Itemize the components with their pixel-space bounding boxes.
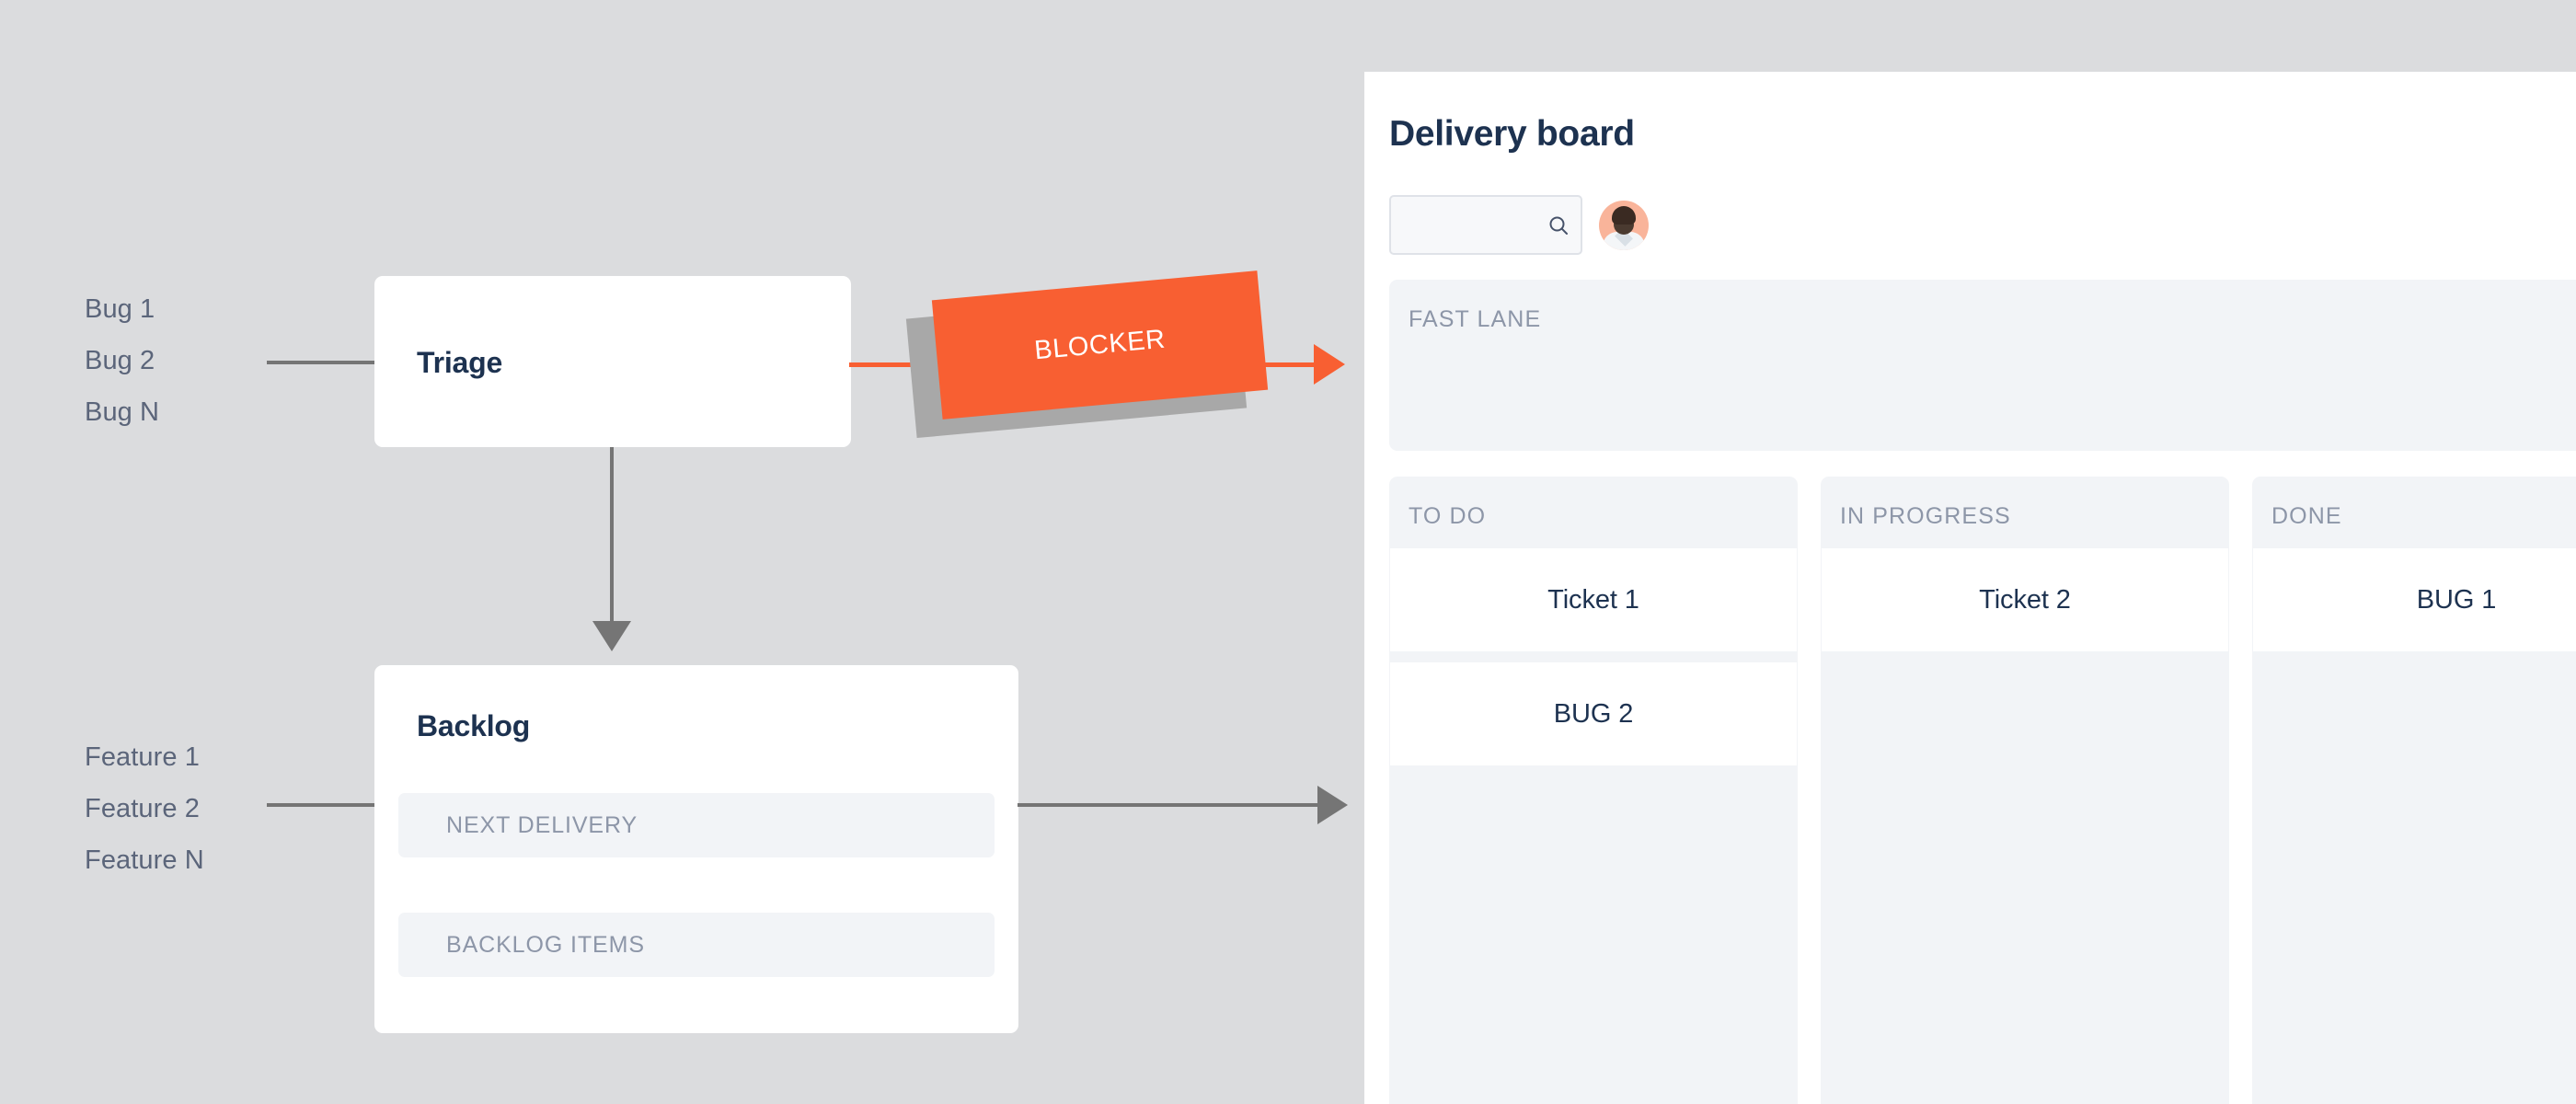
ticket-card[interactable]: Ticket 2 [1822,548,2228,651]
flow-diagram: Bug 1 Bug 2 Bug N Feature 1 Feature 2 Fe… [85,270,1348,1033]
avatar-hair [1612,205,1636,224]
column-header: IN PROGRESS [1840,503,2011,529]
feature-inputs-list: Feature 1 Feature 2 Feature N [85,731,204,886]
blocker-chip-label: BLOCKER [1032,324,1167,365]
ticket-card[interactable]: BUG 1 [2253,548,2576,651]
board-columns: TO DO Ticket 1 BUG 2 IN PROGRESS Ticket … [1389,477,2576,1104]
triage-node[interactable]: Triage [374,276,851,447]
board-column-in-progress[interactable]: IN PROGRESS Ticket 2 [1821,477,2229,1104]
backlog-slot-backlog-items[interactable]: BACKLOG ITEMS [398,913,995,977]
page-title: Delivery board [1389,114,1635,154]
ticket-card[interactable]: Ticket 1 [1390,548,1797,651]
ticket-card[interactable]: BUG 2 [1390,662,1797,765]
search-box[interactable] [1389,195,1582,255]
bug-input-label: Bug N [85,397,160,427]
connector-triage-to-backlog-line [610,447,614,627]
bug-input-label: Bug 2 [85,346,155,375]
lane-label: FAST LANE [1409,306,1542,332]
arrow-right-orange-icon [1314,344,1345,385]
column-header: TO DO [1409,503,1487,529]
feature-input-label: Feature N [85,845,204,875]
bug-inputs-list: Bug 1 Bug 2 Bug N [85,283,159,438]
backlog-slot-label: BACKLOG ITEMS [446,931,645,958]
feature-input-label: Feature 2 [85,794,201,823]
bug-input-label: Bug 1 [85,294,155,324]
board-column-done[interactable]: DONE BUG 1 [2252,477,2576,1104]
column-header: DONE [2271,503,2342,529]
board-toolbar [1389,195,1649,255]
board-lane-fast-lane[interactable]: FAST LANE [1389,280,2576,451]
triage-node-title: Triage [417,346,503,379]
backlog-node-title: Backlog [417,709,531,742]
connector-features-to-backlog [267,803,377,807]
avatar[interactable] [1599,200,1649,250]
backlog-slot-next-delivery[interactable]: NEXT DELIVERY [398,793,995,857]
delivery-board-panel: Delivery board FAST LANE TO DO Ticket 1 … [1364,72,2576,1104]
search-icon[interactable] [1547,214,1570,236]
board-column-to-do[interactable]: TO DO Ticket 1 BUG 2 [1389,477,1798,1104]
connector-backlog-to-board-line [1018,803,1321,807]
arrow-right-icon [1317,786,1348,824]
arrow-down-icon [592,621,631,651]
feature-input-label: Feature 1 [85,742,201,772]
connector-bugs-to-triage [267,361,377,364]
backlog-node[interactable]: Backlog NEXT DELIVERY BACKLOG ITEMS [374,665,1018,1033]
search-input[interactable] [1391,197,1581,253]
backlog-slot-label: NEXT DELIVERY [446,811,638,838]
